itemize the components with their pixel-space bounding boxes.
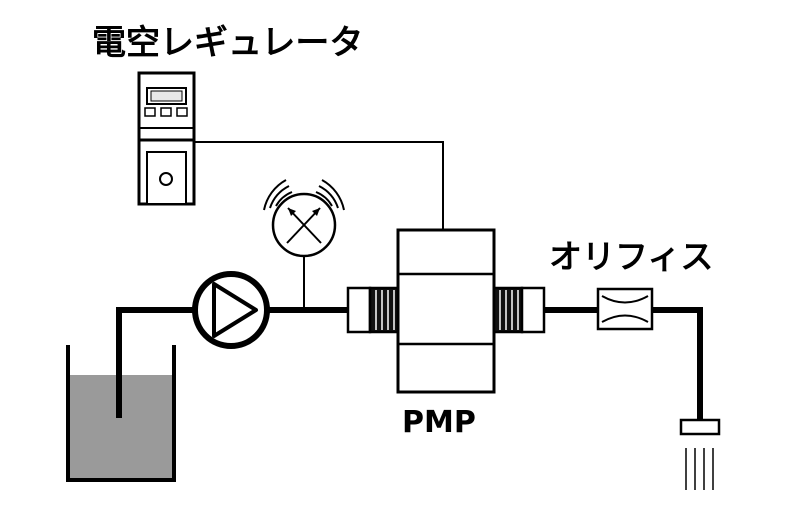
right-fitting [492,286,546,334]
pressure-gauge-icon [263,179,345,258]
nozzle-icon [679,418,721,490]
tank-walls [66,345,176,482]
signal-wire [194,141,444,230]
pump-symbol [192,271,270,349]
orifice-symbol [596,287,654,331]
regulator-label: 電空レギュレータ [92,23,364,63]
pmp-device [396,228,496,394]
nozzle-pipe [652,307,703,420]
suction-pipe [116,307,195,418]
orifice-label: オリフィス [549,237,714,276]
left-fitting [346,286,400,334]
pmp-label: PMP [402,405,476,440]
regulator-device [137,71,196,206]
